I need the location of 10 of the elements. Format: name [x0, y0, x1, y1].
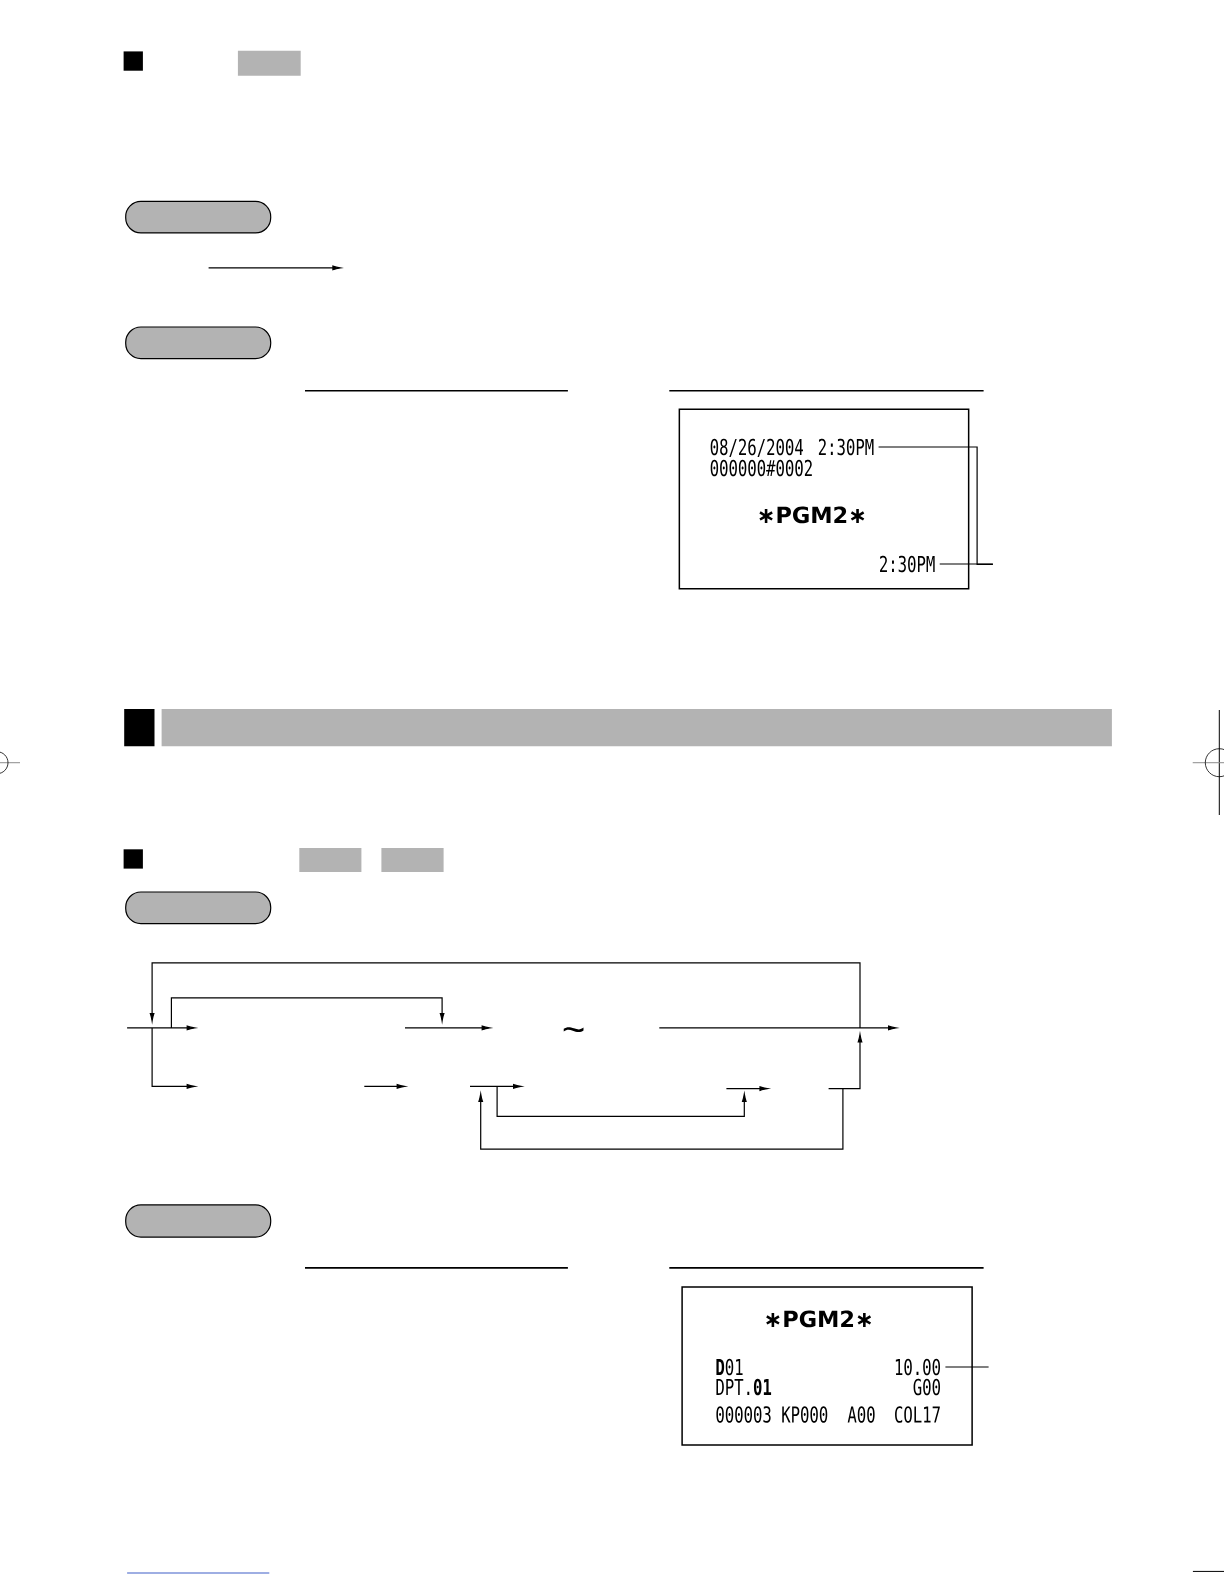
rounded-tab — [125, 200, 272, 234]
receipt-text: 10.00 — [895, 1358, 940, 1376]
leader-line — [944, 1366, 990, 1368]
rounded-tab — [125, 891, 272, 925]
receipt-text: 2:30PM — [880, 555, 935, 573]
range-tilde: ~ — [563, 1027, 584, 1033]
leader-line — [939, 563, 994, 565]
rounded-tab — [125, 326, 272, 360]
rounded-tab — [125, 1204, 272, 1238]
receipt-text: 08/26/2004 2:30PM — [710, 438, 874, 458]
